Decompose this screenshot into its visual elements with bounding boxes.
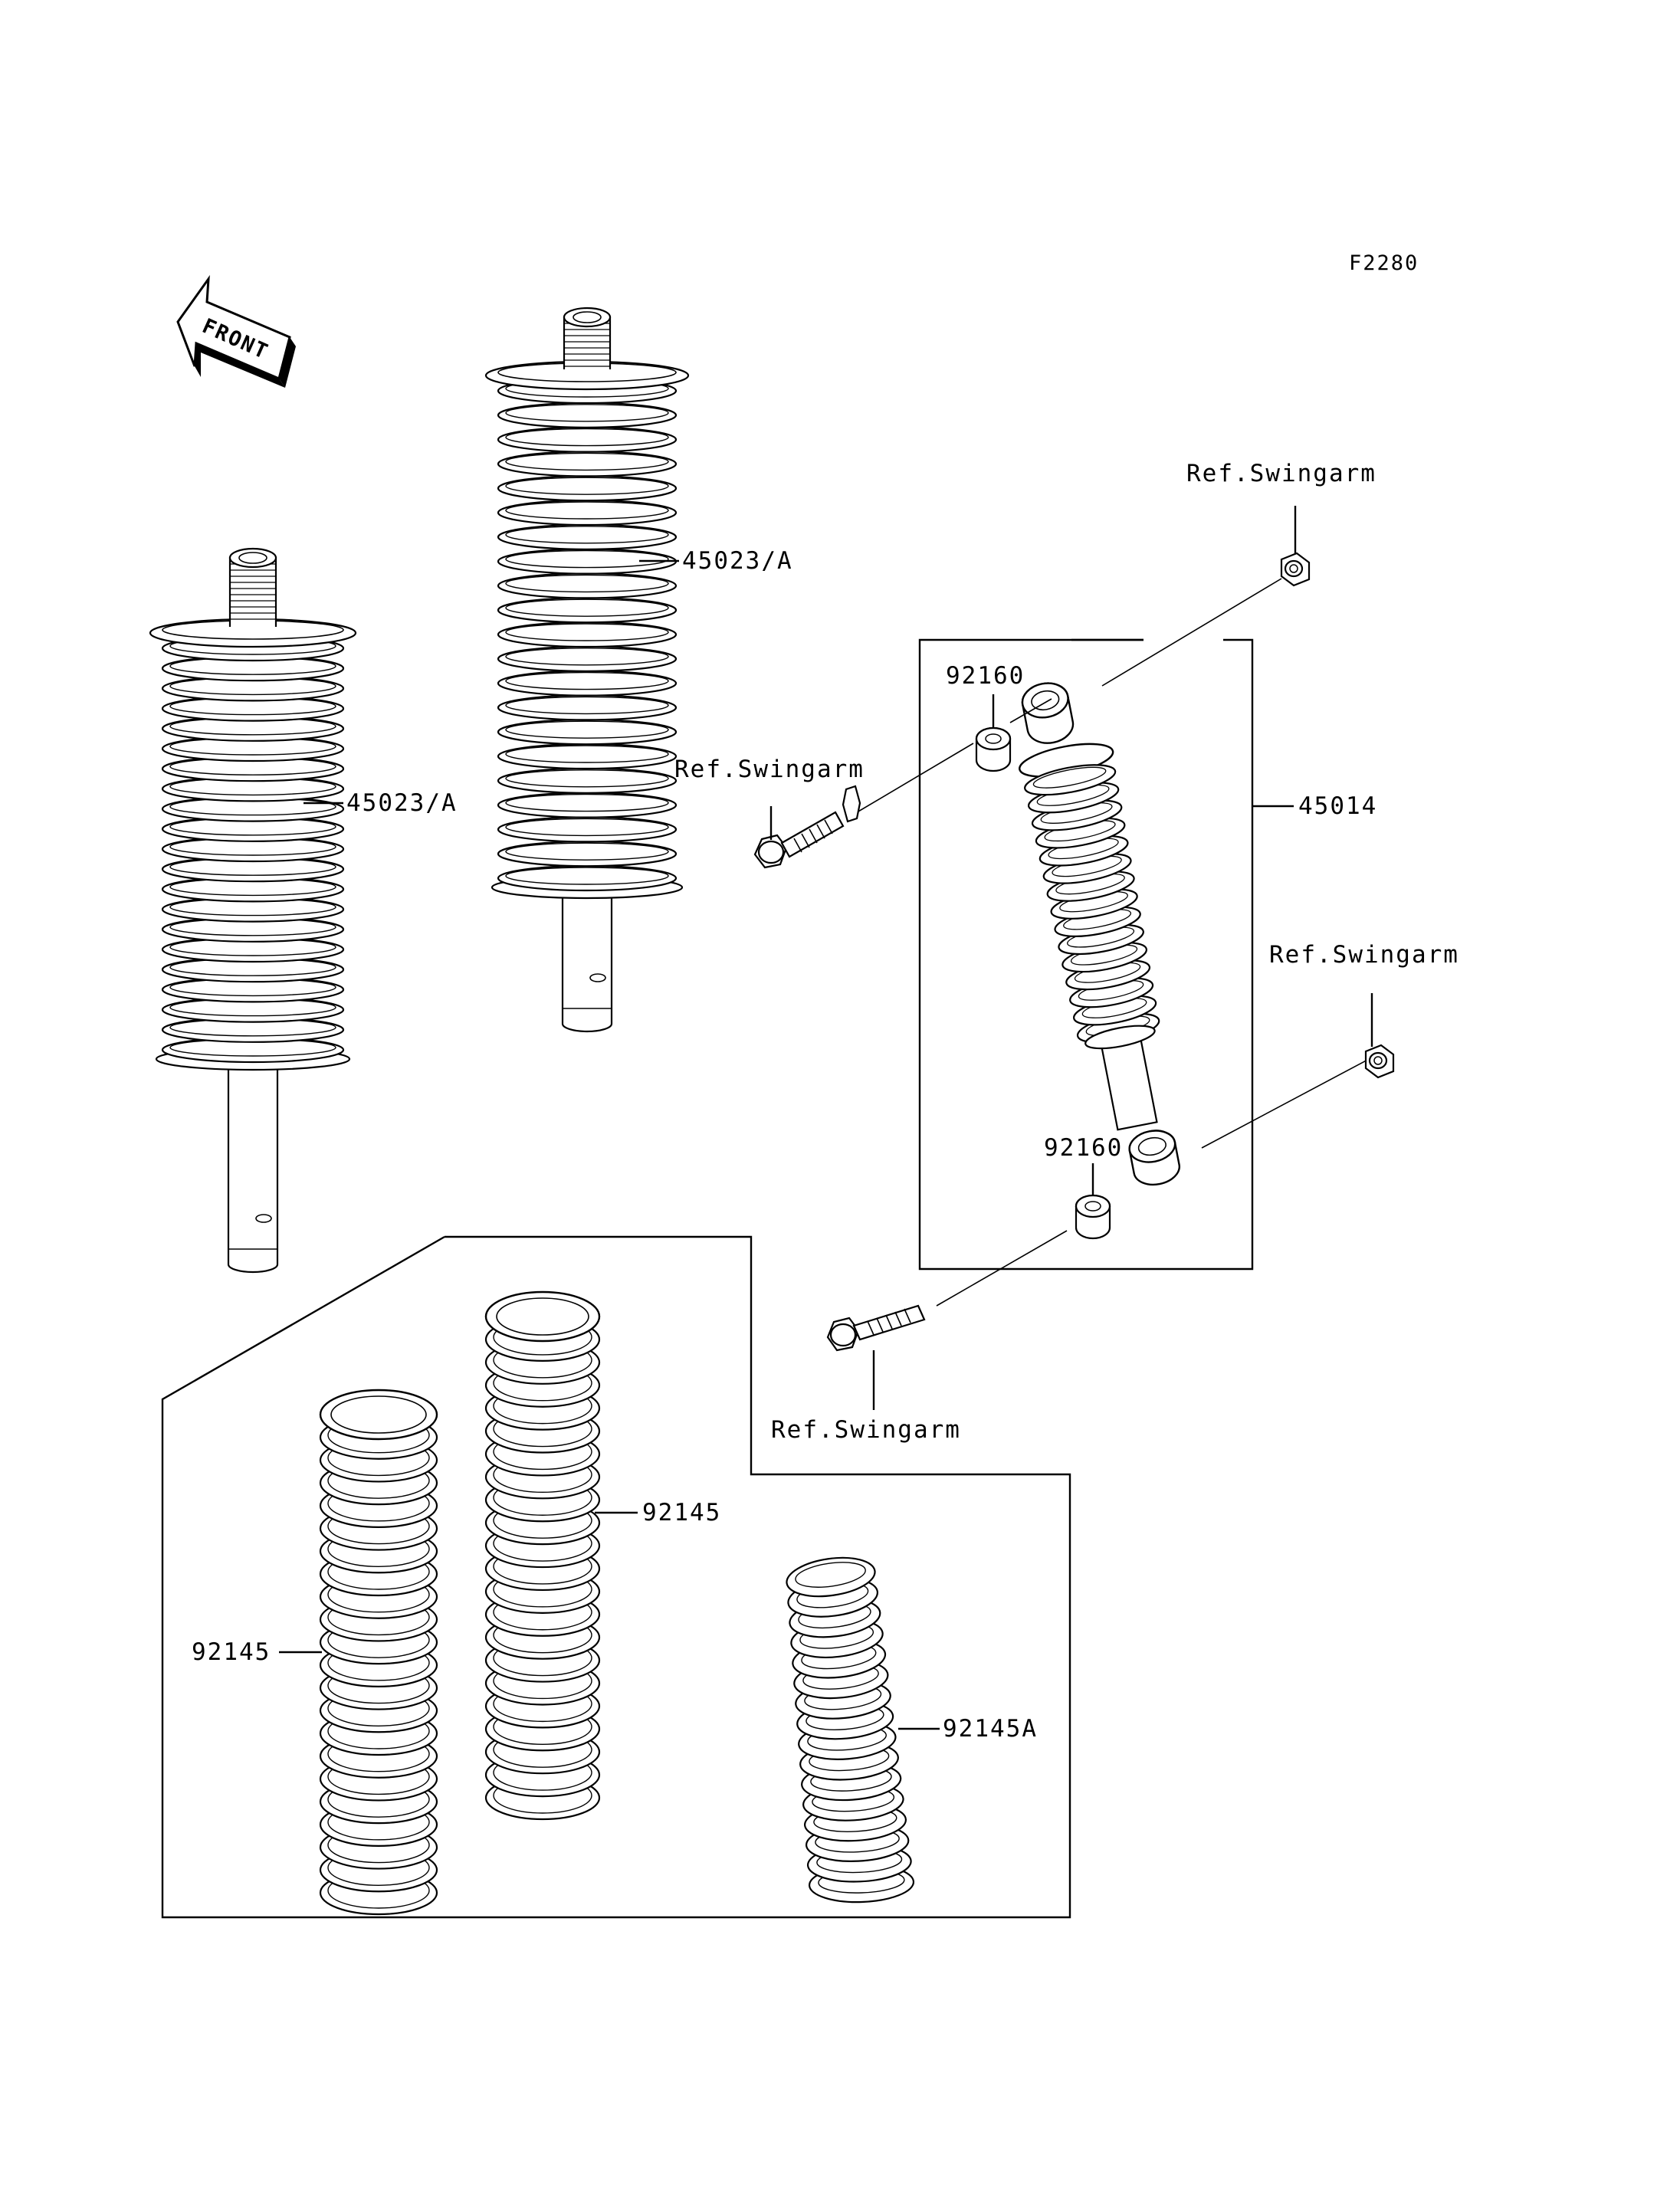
spring-coil (505, 696, 669, 715)
spring-coil (505, 671, 669, 690)
front-arrow-icon: FRONT (176, 274, 296, 388)
spring-coil (505, 428, 669, 447)
damper-slot (255, 1214, 272, 1223)
spring-coil (497, 572, 678, 599)
spring-coil (505, 720, 669, 739)
shock-absorber-middle (484, 307, 690, 1033)
spring-coil (497, 792, 678, 818)
spring-coil (505, 598, 669, 617)
spring-coil (497, 670, 678, 697)
spring-coil (497, 719, 678, 746)
label-ref-swingarm-top-right: Ref.Swingarm (1186, 460, 1376, 487)
spring-coil (505, 793, 669, 812)
spring-coil (497, 864, 678, 892)
damper-body (227, 1059, 279, 1274)
spring-coil (505, 745, 669, 763)
stem-top (238, 552, 267, 564)
mount-line-upper-mid (1009, 698, 1052, 723)
spring-coil (497, 475, 678, 502)
spring-coil (505, 501, 669, 520)
spring-coil (505, 549, 669, 569)
lower-spring-seat (1084, 1025, 1156, 1050)
spring-coil (505, 769, 669, 788)
spring-coil (505, 452, 669, 471)
threaded-stem (228, 556, 277, 627)
label-shock-assembly: 45014 (1298, 792, 1377, 820)
spring-end (330, 1395, 427, 1434)
label-spring-middle: 92145 (642, 1499, 721, 1526)
spring-coil (1032, 766, 1107, 789)
spring-coil (505, 477, 669, 495)
springs-box-outline (161, 1235, 1071, 1919)
spring-coil (505, 648, 669, 666)
mount-line-lower-right (1201, 1057, 1373, 1149)
upper-mount-eye (1031, 690, 1060, 711)
spring-left (319, 1389, 438, 1916)
shock-absorber-left (149, 547, 357, 1274)
label-ref-swingarm-bolt-lower: Ref.Swingarm (771, 1416, 961, 1444)
bolt-lower-icon (826, 1304, 926, 1352)
figure-code: F2280 (1349, 251, 1419, 275)
spring-coil (505, 574, 669, 593)
spring-middle (484, 1290, 601, 1821)
spring-coil (497, 597, 678, 624)
label-shock-middle: 45023/A (682, 547, 793, 575)
spring-end (496, 1297, 589, 1336)
spring-coil (497, 523, 678, 550)
nut-icon (1364, 1044, 1395, 1079)
bolt-upper-icon (753, 785, 861, 869)
spring-coil (497, 694, 678, 721)
spring-coil (505, 526, 669, 544)
label-ref-swingarm-bolt-upper: Ref.Swingarm (674, 756, 865, 783)
spring-coil (497, 816, 678, 843)
stem-top (573, 311, 602, 323)
spring-coil (505, 867, 669, 885)
spring-coil (497, 767, 678, 794)
damper-body (561, 887, 613, 1033)
spring-coil (497, 426, 678, 453)
spring-coil (505, 623, 669, 641)
mount-line-upper-right (1101, 578, 1282, 687)
spring-option (786, 1556, 915, 1904)
mount-line-upper-left (848, 743, 974, 818)
spring-coil (1024, 764, 1117, 796)
damper-body (1099, 1031, 1158, 1131)
bushing-upper-icon (975, 726, 1012, 772)
lower-mount-eye (1137, 1136, 1166, 1156)
label-ref-swingarm-mid-right: Ref.Swingarm (1269, 941, 1459, 969)
nut-icon (1280, 552, 1311, 587)
spring-coil (497, 621, 678, 648)
spring-coil (505, 818, 669, 837)
label-bushing-lower: 92160 (1044, 1134, 1123, 1162)
bushing-lower-icon (1075, 1194, 1111, 1240)
label-spring-option: 92145A (943, 1715, 1038, 1743)
spring-coil (497, 841, 678, 867)
assembly-rotated (1019, 682, 1180, 1186)
spring-coil (497, 402, 678, 428)
mount-line-lower-left (936, 1230, 1068, 1307)
assembly-bracket (918, 638, 1254, 1271)
spring-coil (497, 743, 678, 770)
label-bushing-upper: 92160 (946, 662, 1025, 690)
label-shock-left: 45023/A (346, 789, 458, 817)
spring-coil (497, 499, 678, 526)
damper-slot (589, 973, 606, 982)
label-spring-left: 92145 (192, 1638, 271, 1666)
spring-coil (795, 1562, 866, 1588)
spring-coil (505, 404, 669, 422)
spring-coil (497, 451, 678, 477)
spring-coil (505, 842, 669, 861)
shock-absorber-assembly (1019, 682, 1180, 1186)
spring-coil (497, 645, 678, 672)
